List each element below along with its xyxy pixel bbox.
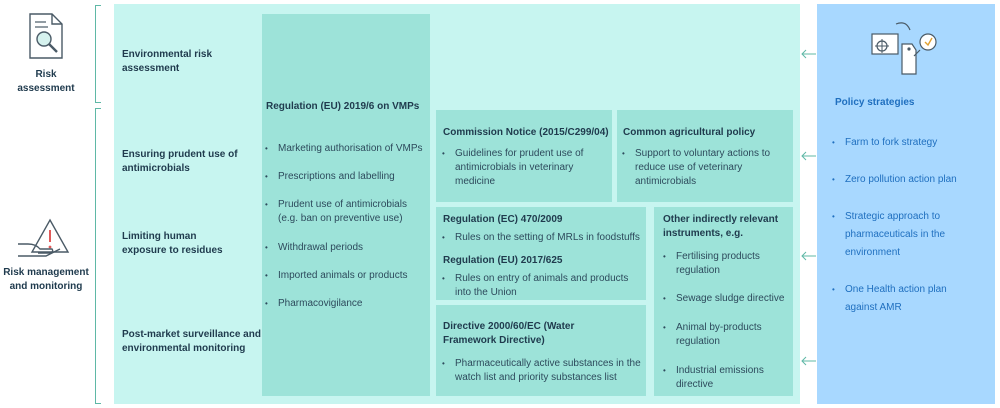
policy-strategies-title: Policy strategies	[835, 97, 915, 108]
regulation-625-title: Regulation (EU) 2017/625	[443, 255, 563, 266]
commission-notice-title: Commission Notice (2015/C299/04)	[443, 127, 609, 138]
list-item: Support to voluntary actions to reduce u…	[622, 147, 781, 189]
list-item: Sewage sludge directive	[663, 292, 788, 306]
list-item: Prescriptions and labelling	[265, 170, 428, 184]
row-label-human-exposure: Limiting human exposure to residues	[122, 231, 223, 256]
arrow-left-icon	[801, 251, 816, 261]
list-item: Guidelines for prudent use of antimicrob…	[442, 147, 601, 189]
row-label-environmental-risk: Environmental risk assessment	[122, 49, 213, 74]
list-item: Animal by-products regulation	[663, 321, 788, 349]
risk-management-bracket	[95, 108, 96, 404]
risk-management-label: Risk management and monitoring	[3, 267, 89, 292]
row-label-post-market: Post-market surveillance and environment…	[122, 329, 261, 354]
list-item: Farm to fork strategy	[832, 134, 985, 152]
list-item: Rules on entry of animals and products i…	[442, 272, 641, 300]
list-item: Zero pollution action plan	[832, 171, 985, 189]
water-directive-title: Directive 2000/60/EC (Water Framework Di…	[443, 321, 575, 346]
arrow-left-icon	[801, 151, 816, 161]
regulation-470-title: Regulation (EC) 470/2009	[443, 214, 563, 225]
vmp-regulation-title: Regulation (EU) 2019/6 on VMPs	[266, 101, 420, 112]
list-item: Pharmaceutically active substances in th…	[442, 357, 641, 385]
list-item: Marketing authorisation of VMPs	[265, 142, 428, 156]
list-item: Prudent use of antimicrobials (e.g. ban …	[265, 198, 426, 226]
list-item: Pharmacovigilance	[265, 297, 428, 311]
risk-assessment-bracket	[95, 5, 96, 103]
list-item: Industrial emissions directive	[663, 364, 788, 392]
policy-strategy-icon	[866, 20, 946, 76]
hand-warning-icon	[16, 216, 78, 258]
row-label-prudent-use: Ensuring prudent use of antimicrobials	[122, 149, 238, 174]
list-item: Withdrawal periods	[265, 241, 428, 255]
arrow-left-icon	[801, 49, 816, 59]
other-instruments-title: Other indirectly relevant instruments, e…	[663, 214, 779, 239]
cap-title: Common agricultural policy	[623, 127, 756, 138]
list-item: Imported animals or products	[265, 269, 428, 283]
list-item: One Health action plan against AMR	[832, 281, 975, 317]
document-magnifier-icon	[24, 12, 68, 60]
risk-assessment-label: Risk assessment	[17, 69, 75, 94]
list-item: Rules on the setting of MRLs in foodstuf…	[442, 231, 645, 245]
arrow-left-icon	[801, 356, 816, 366]
list-item: Strategic approach to pharmaceuticals in…	[832, 208, 975, 262]
list-item: Fertilising products regulation	[663, 250, 788, 278]
